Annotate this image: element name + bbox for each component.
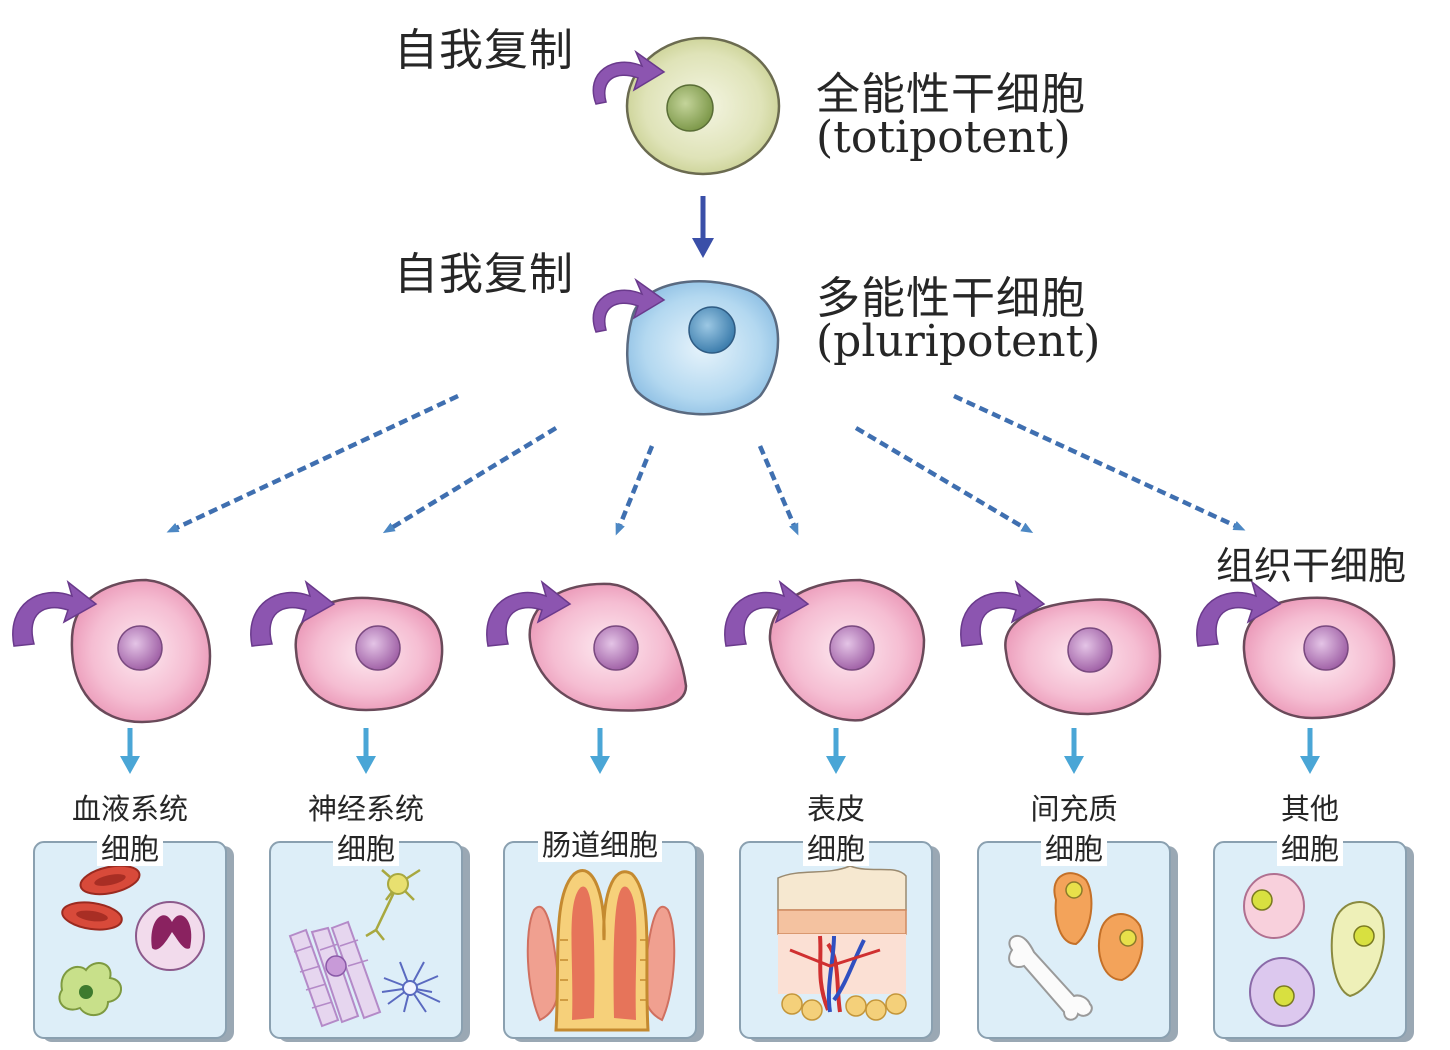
self-renewal-label-middle: 自我复制 bbox=[394, 249, 574, 300]
down-arrow-icon bbox=[1064, 728, 1084, 774]
pluripotent-cell bbox=[625, 280, 780, 416]
down-arrow-icon bbox=[826, 728, 846, 774]
tissue-stem-cell-1 bbox=[12, 578, 212, 724]
renewal-arrow-icon bbox=[592, 277, 666, 333]
tissue-stem-cells bbox=[12, 578, 1396, 724]
branch-label-2-line2: 细胞 bbox=[266, 830, 466, 868]
branch-label-4-line2: 细胞 bbox=[736, 830, 936, 868]
renewal-arrow-icon bbox=[724, 579, 810, 647]
dashed-arrow-3 bbox=[615, 445, 655, 536]
pluripotent-latin: (pluripotent) bbox=[816, 316, 1101, 367]
totipotent-latin: (totipotent) bbox=[816, 112, 1071, 163]
branch-label-4-line1: 表皮 bbox=[806, 792, 865, 826]
dashed-arrow-1 bbox=[166, 393, 459, 533]
tissue-stem-cell-2 bbox=[250, 579, 444, 712]
tissue-stem-cell-5 bbox=[960, 579, 1162, 716]
branch-label-1-line2: 细胞 bbox=[30, 830, 230, 868]
self-renewal-label-top: 自我复制 bbox=[394, 25, 574, 76]
intestine-villi-illustration bbox=[526, 869, 676, 1032]
blood-cells-illustration bbox=[58, 864, 205, 1017]
solid-down-arrow-icon bbox=[692, 196, 714, 258]
branch-label-5-line2: 细胞 bbox=[974, 830, 1174, 868]
tissue-stem-cell-label: 组织干细胞 bbox=[1216, 544, 1407, 588]
down-arrow-icon bbox=[1300, 728, 1320, 774]
totipotent-cell bbox=[625, 36, 781, 176]
renewal-arrow-icon bbox=[592, 49, 666, 105]
renewal-arrow-icon bbox=[486, 579, 572, 647]
branch-label-5-line1: 间充质 bbox=[1030, 792, 1118, 826]
renewal-arrow-icon bbox=[12, 579, 98, 647]
renewal-arrow-icon bbox=[250, 579, 336, 647]
down-arrow-icon bbox=[356, 728, 376, 774]
down-arrows bbox=[120, 728, 1320, 774]
branch-label-3-line2: 肠道细胞 bbox=[500, 826, 700, 864]
tissue-boxes bbox=[33, 841, 1414, 1042]
branch-label-1-line1: 血液系统 bbox=[71, 792, 188, 826]
dashed-arrow-5 bbox=[854, 426, 1034, 534]
dashed-arrow-6 bbox=[953, 393, 1246, 531]
renewal-arrow-icon bbox=[960, 579, 1046, 647]
dashed-arrow-4 bbox=[757, 445, 799, 536]
down-arrow-icon bbox=[120, 728, 140, 774]
dashed-arrow-2 bbox=[382, 426, 558, 534]
totipotent-name: 全能性干细胞 bbox=[816, 69, 1086, 120]
other-cells-illustration bbox=[1243, 873, 1385, 1027]
branch-label-6-line1: 其他 bbox=[1280, 792, 1339, 826]
branch-label-2-line1: 神经系统 bbox=[307, 792, 424, 826]
tissue-stem-cell-4 bbox=[724, 578, 926, 722]
renewal-arrow-icon bbox=[1196, 579, 1282, 647]
pluripotent-name: 多能性干细胞 bbox=[816, 273, 1086, 324]
tissue-stem-cell-6 bbox=[1196, 579, 1396, 720]
branch-label-6-line2: 细胞 bbox=[1210, 830, 1410, 868]
skin-section-illustration bbox=[777, 865, 907, 1021]
dashed-differentiation-arrows bbox=[166, 393, 1246, 536]
neural-cells-illustration bbox=[288, 868, 441, 1028]
tissue-stem-cell-3 bbox=[486, 579, 688, 712]
mesenchymal-cells-illustration bbox=[1008, 872, 1144, 1021]
down-arrow-icon bbox=[590, 728, 610, 774]
